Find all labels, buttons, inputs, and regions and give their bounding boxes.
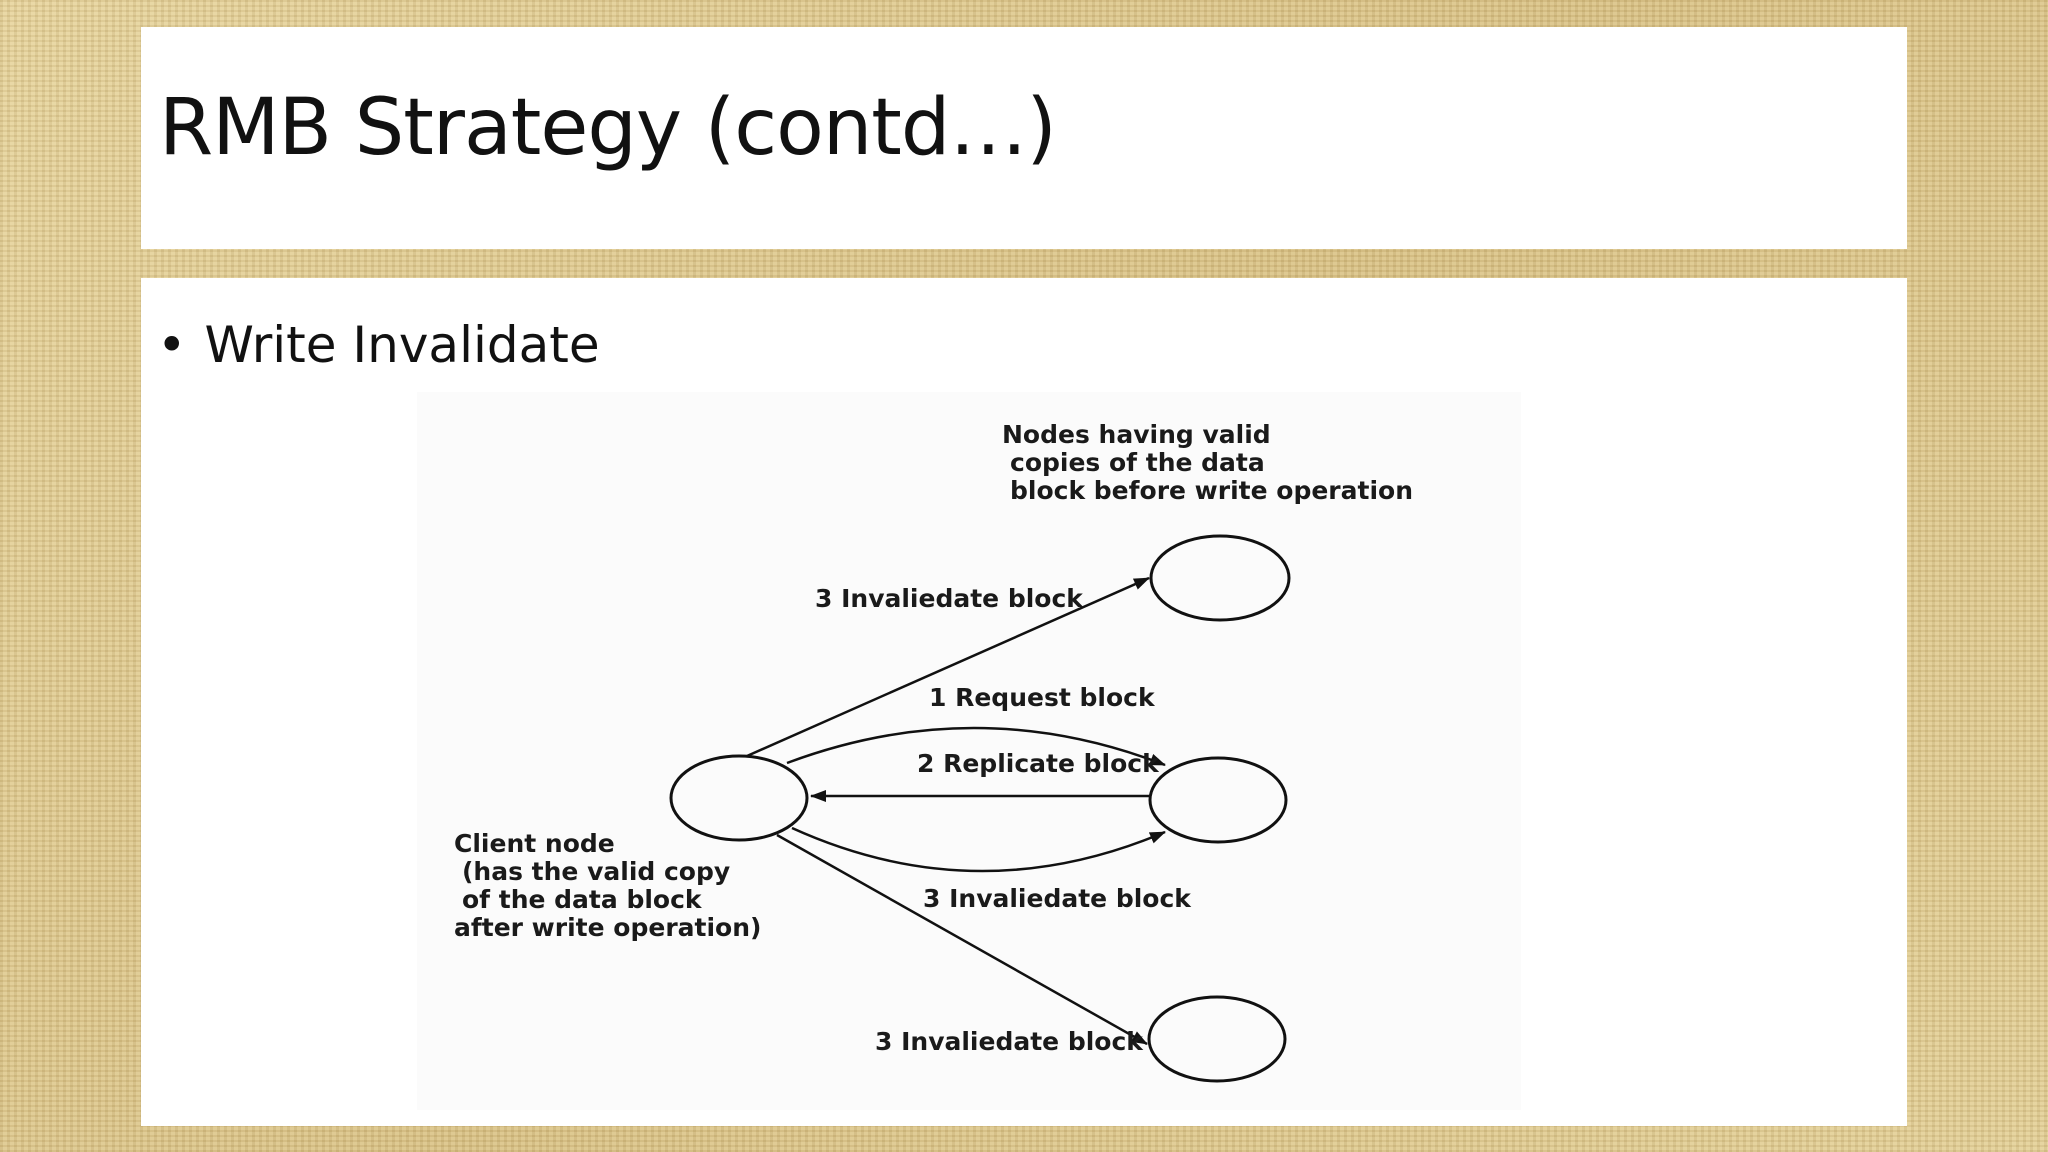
edge-label-invalidate-middle: 3 Invaliedate block (923, 884, 1192, 913)
edge-invalidate-middle (791, 826, 1166, 873)
content-panel: •Write Invalidate Nodes having valid cop… (141, 278, 1907, 1126)
client-label-line1: Client node (454, 829, 615, 858)
client-node (669, 754, 809, 842)
top-label-line2: copies of the data (1010, 448, 1265, 477)
bottom-node (1147, 995, 1287, 1083)
edge-label-request: 1 Request block (929, 683, 1156, 712)
bullet-text: Write Invalidate (204, 316, 600, 374)
edge-invalidate-bottom (776, 833, 1148, 1046)
middle-node (1148, 756, 1288, 844)
write-invalidate-diagram: Nodes having valid copies of the data bl… (417, 392, 1521, 1110)
slide-title: RMB Strategy (contd…) (159, 83, 1057, 173)
edge-label-replicate: 2 Replicate block (917, 749, 1160, 778)
top-node (1149, 534, 1291, 622)
edge-request (786, 726, 1166, 767)
bullet-dot: • (157, 316, 187, 374)
diagram-svg: Nodes having valid copies of the data bl… (454, 420, 1413, 1083)
top-label-line3: block before write operation (1010, 476, 1413, 505)
edge-invalidate-top (746, 576, 1150, 758)
client-label-line4: after write operation) (454, 913, 761, 942)
bullet-item: •Write Invalidate (157, 320, 600, 370)
top-label-line1: Nodes having valid (1002, 420, 1271, 449)
client-label-line2: (has the valid copy (462, 857, 730, 886)
edge-label-invalidate-bottom: 3 Invaliedate block (875, 1027, 1144, 1056)
edge-label-invalidate-top: 3 Invaliedate block (815, 584, 1084, 613)
title-panel: RMB Strategy (contd…) (141, 27, 1907, 249)
client-label-line3: of the data block (462, 885, 703, 914)
